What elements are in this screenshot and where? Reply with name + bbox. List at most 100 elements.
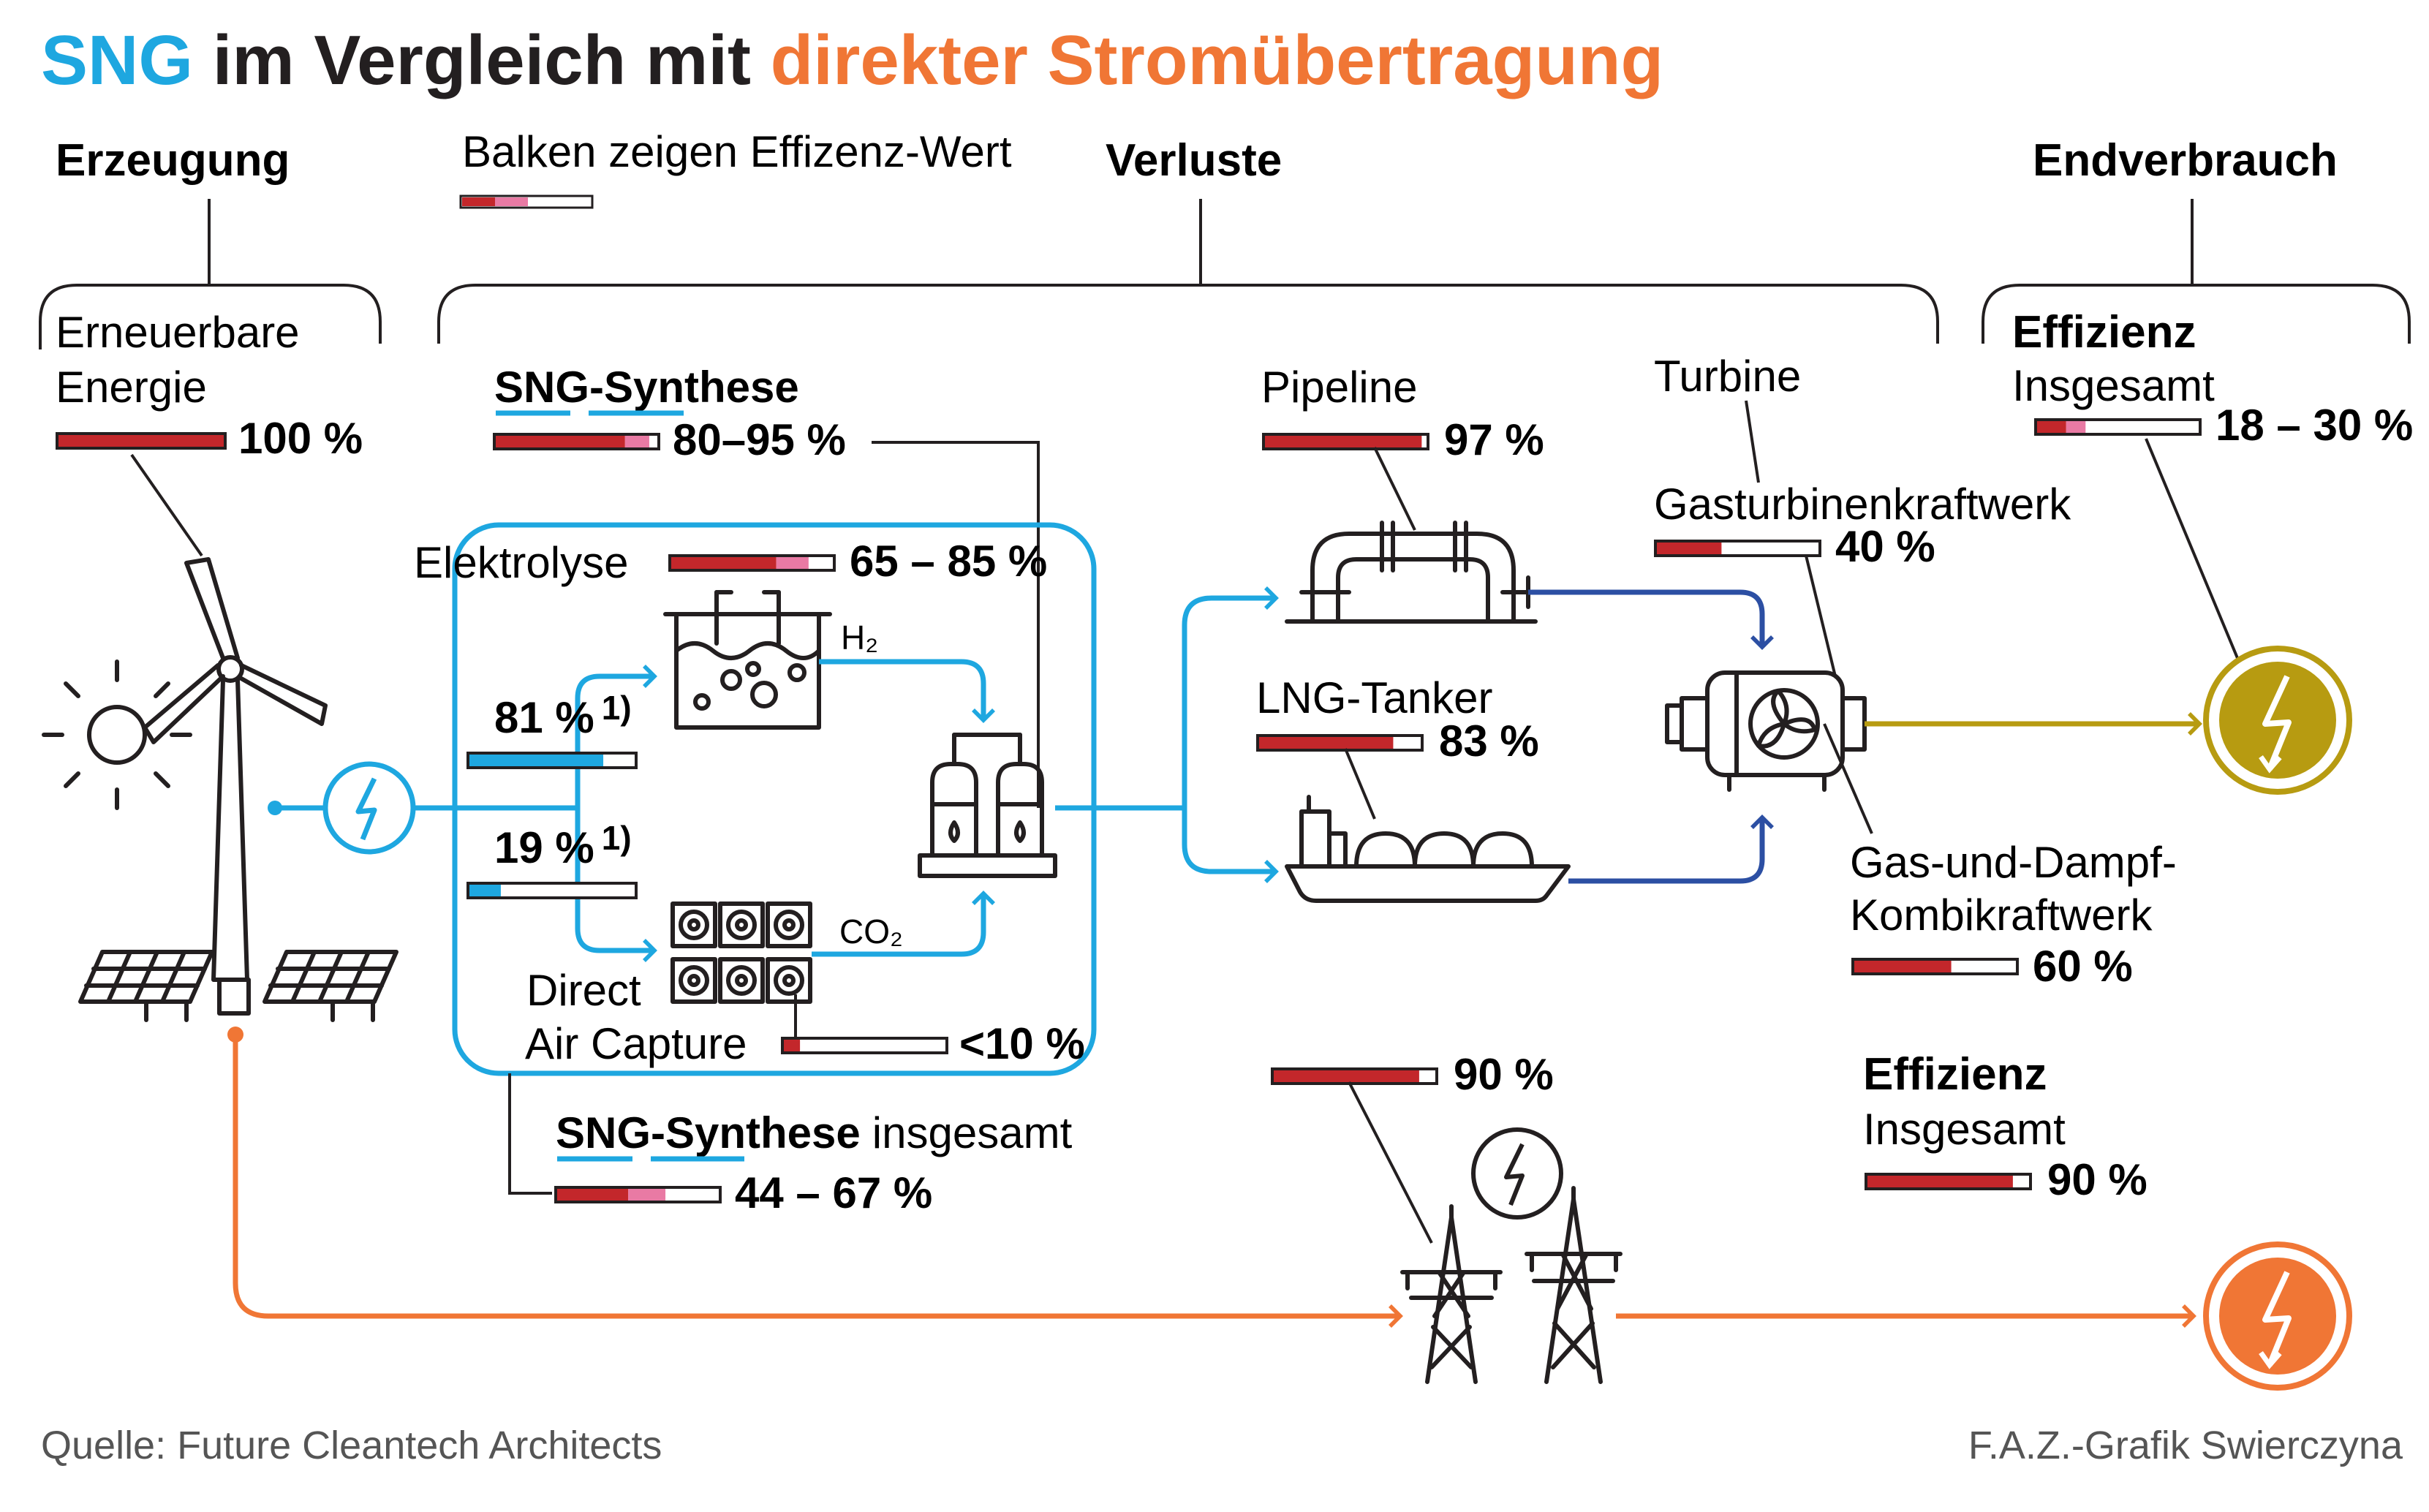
solar-panel-icon — [78, 950, 398, 1022]
credit-note: F.A.Z.-Grafik Swierczyna — [1968, 1424, 2403, 1467]
power-icon-grid — [1471, 1127, 1563, 1220]
bar-uebertragung — [1271, 1067, 1438, 1085]
label-insgesamt-direkt: Insgesamt — [1863, 1105, 2066, 1154]
label-turbine: Turbine — [1654, 352, 1801, 401]
bar-fill-min — [2037, 421, 2066, 433]
bar-sng-synthese — [493, 433, 660, 450]
bar-fill-min — [58, 435, 224, 447]
title-middle: im Vergleich mit — [193, 21, 771, 99]
arrow-to-lng-tanker — [1182, 808, 1279, 883]
wind-turbine-icon — [143, 557, 328, 1016]
label-gud-1: Gas-und-Dampf- — [1850, 838, 2177, 887]
leader-sng-gesamt — [508, 1073, 552, 1195]
label-air-capture: Air Capture — [525, 1019, 747, 1068]
label-effizienz-direkt: Effizienz — [1863, 1049, 2047, 1100]
leader-turbine — [1745, 400, 1760, 483]
value-sng-synthese: 80–95 % — [673, 415, 846, 464]
label-h2: H₂ — [841, 619, 878, 657]
value-gasturbine: 40 % — [1835, 522, 1935, 571]
label-insgesamt-sng: Insgesamt — [2012, 361, 2215, 410]
leader-effizienz-sng — [2145, 438, 2239, 659]
bar-pipeline — [1262, 433, 1429, 450]
leader-gud-top — [1823, 723, 1873, 834]
sun-icon — [42, 659, 192, 810]
power-icon-blue — [322, 761, 416, 855]
bar-fill-min — [1854, 961, 1952, 972]
page-title: SNG im Vergleich mit direkter Stromübert… — [41, 21, 1663, 99]
arrow-split-to-elektrolyse — [575, 665, 657, 808]
label-gasturbinenkraftwerk: Gasturbinenkraftwerk — [1654, 480, 2071, 529]
arrow-tanker-to-turbine — [1568, 814, 1774, 884]
arrow-to-pipeline — [1182, 586, 1279, 808]
bar-fill-min — [1274, 1070, 1419, 1082]
value-erneuerbare: 100 % — [238, 414, 363, 463]
orange-line-to-grid — [233, 1035, 1403, 1328]
lng-tanker-icon — [1285, 795, 1571, 903]
bar-fill-range — [628, 1189, 666, 1201]
bar-fill-min — [671, 557, 777, 569]
arrow-h2-to-synthesis — [819, 659, 995, 723]
bar-fill-min — [469, 755, 604, 766]
consumer-icon-orange — [2203, 1241, 2352, 1391]
leader-gasturbine — [1805, 555, 1837, 677]
value-split-81: 81 %1) — [494, 689, 632, 742]
bar-fill-min — [557, 1189, 629, 1201]
header-erzeugung: Erzeugung — [56, 135, 290, 186]
bar-fill-min — [784, 1040, 801, 1051]
label-direct: Direct — [526, 966, 641, 1015]
label-gud-2: Kombikraftwerk — [1850, 891, 2153, 940]
label-effizienz-sng: Effizienz — [2012, 307, 2196, 358]
arrow-co2-to-synthesis — [812, 891, 995, 957]
header-endverbrauch: Endverbrauch — [2033, 135, 2338, 186]
label-elektrolyse: Elektrolyse — [414, 538, 628, 587]
bar-split-81 — [466, 752, 638, 769]
title-sng: SNG — [41, 21, 193, 99]
legend-text: Balken zeigen Effizenz-Wert — [462, 127, 1012, 176]
leader-pipeline — [1373, 447, 1416, 531]
value-sng-gesamt: 44 – 67 % — [735, 1168, 932, 1217]
leader-lng — [1344, 748, 1376, 820]
pipeline-icon — [1285, 521, 1538, 624]
leader-sng-synthese — [872, 441, 1040, 808]
leader-erneuerbare — [130, 453, 203, 557]
arrow-pipeline-to-turbine — [1528, 589, 1774, 650]
consumer-icon-olive — [2203, 646, 2352, 795]
value-effizienz-direkt: 90 % — [2047, 1155, 2147, 1204]
value-elektrolyse: 65 – 85 % — [850, 537, 1047, 586]
label-erneuerbare-1: Erneuerbare — [56, 308, 300, 357]
bar-fill-min — [1657, 543, 1722, 554]
turbine-icon — [1665, 670, 1867, 792]
bar-dac — [781, 1037, 948, 1054]
bar-sng-gesamt — [554, 1186, 722, 1203]
legend-bar — [459, 194, 594, 209]
direct-air-capture-icon — [670, 901, 812, 1004]
bar-fill-range — [624, 436, 649, 447]
bar-fill-range — [776, 557, 809, 569]
label-sng-synthese: SNG-Synthese — [494, 363, 799, 412]
legend-bar-pink — [495, 197, 528, 206]
arrow-split-to-dac — [575, 808, 657, 962]
bar-fill-range — [2066, 421, 2086, 433]
label-lng-tanker: LNG-Tanker — [1256, 673, 1492, 722]
label-pipeline: Pipeline — [1261, 363, 1418, 412]
value-split-19: 19 %1) — [494, 819, 632, 872]
header-verluste: Verluste — [1106, 135, 1282, 186]
bar-erneuerbare — [56, 432, 227, 450]
source-note: Quelle: Future Cleantech Architects — [41, 1424, 662, 1467]
bar-effizienz-sng — [2034, 418, 2202, 436]
bar-fill-min — [1265, 436, 1422, 447]
title-direct: direkter Stromübertragung — [771, 21, 1664, 99]
bar-frame — [466, 882, 638, 899]
label-co2: CO₂ — [839, 912, 903, 950]
bar-fill-min — [469, 885, 501, 896]
value-dac: <10 % — [959, 1019, 1085, 1068]
bar-elektrolyse — [668, 554, 836, 572]
value-gud: 60 % — [2033, 942, 2133, 991]
bar-split-19 — [466, 882, 638, 899]
synthesis-reactor-icon — [918, 733, 1057, 878]
label-erneuerbare-2: Energie — [56, 363, 207, 412]
legend-bar-red — [462, 197, 495, 206]
value-uebertragung: 90 % — [1454, 1050, 1554, 1099]
